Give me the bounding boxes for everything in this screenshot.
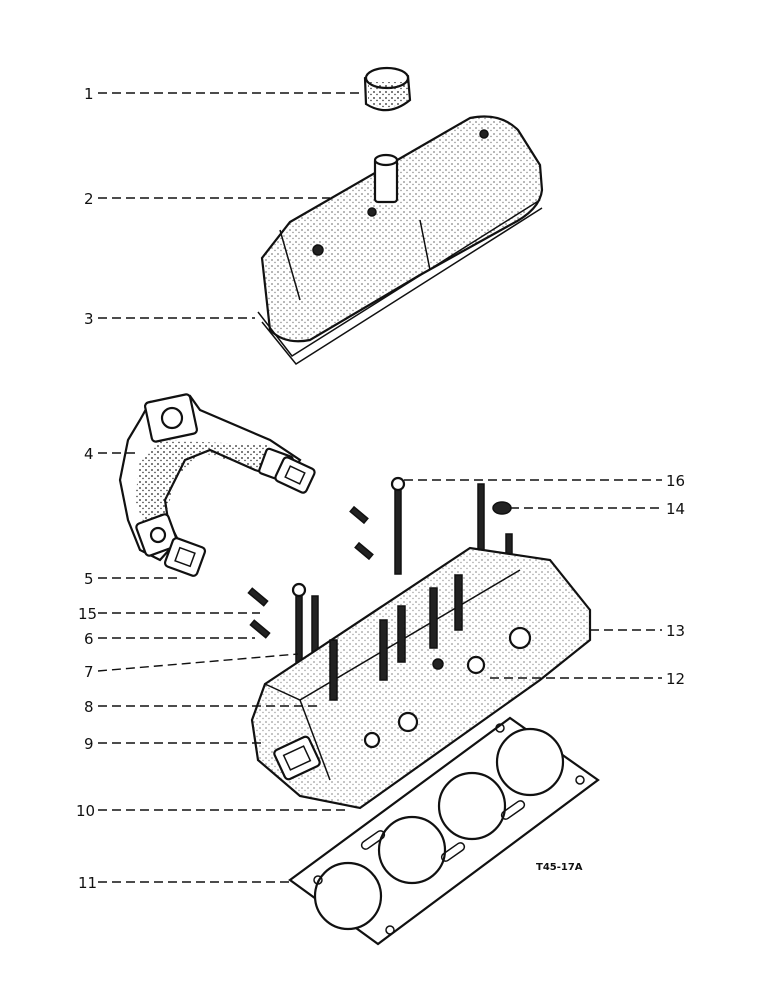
- callout-2: 2: [84, 190, 94, 208]
- callout-12: 12: [666, 670, 685, 688]
- figure-code: T45-17A: [536, 862, 583, 873]
- callout-4: 4: [84, 445, 94, 463]
- oil-filler-cap: [363, 66, 412, 112]
- callout-6: 6: [84, 630, 94, 648]
- cylinder-head: [250, 546, 592, 810]
- callout-13: 13: [666, 622, 685, 640]
- rocker-cover: [260, 115, 544, 343]
- callout-11: 11: [78, 874, 97, 892]
- callout-10: 10: [76, 802, 95, 820]
- studs: [247, 505, 374, 639]
- callout-5: 5: [84, 570, 94, 588]
- callout-8: 8: [84, 698, 94, 716]
- callout-15: 15: [78, 605, 97, 623]
- callout-9: 9: [84, 735, 94, 753]
- exhaust-manifold: [118, 393, 302, 562]
- callout-14: 14: [666, 500, 685, 518]
- callout-7: 7: [84, 663, 94, 681]
- cylinder-head-gasket: [288, 716, 600, 946]
- sealing-plug: [492, 501, 512, 515]
- manifold-gaskets: [163, 456, 316, 577]
- callout-1: 1: [84, 85, 94, 103]
- callout-16: 16: [666, 472, 685, 490]
- callout-3: 3: [84, 310, 94, 328]
- callouts: 1 2 3 4 5 15 6 7 8 9 10 11 16 14 13 12: [76, 85, 685, 892]
- rocker-cover-gasket: [257, 199, 543, 365]
